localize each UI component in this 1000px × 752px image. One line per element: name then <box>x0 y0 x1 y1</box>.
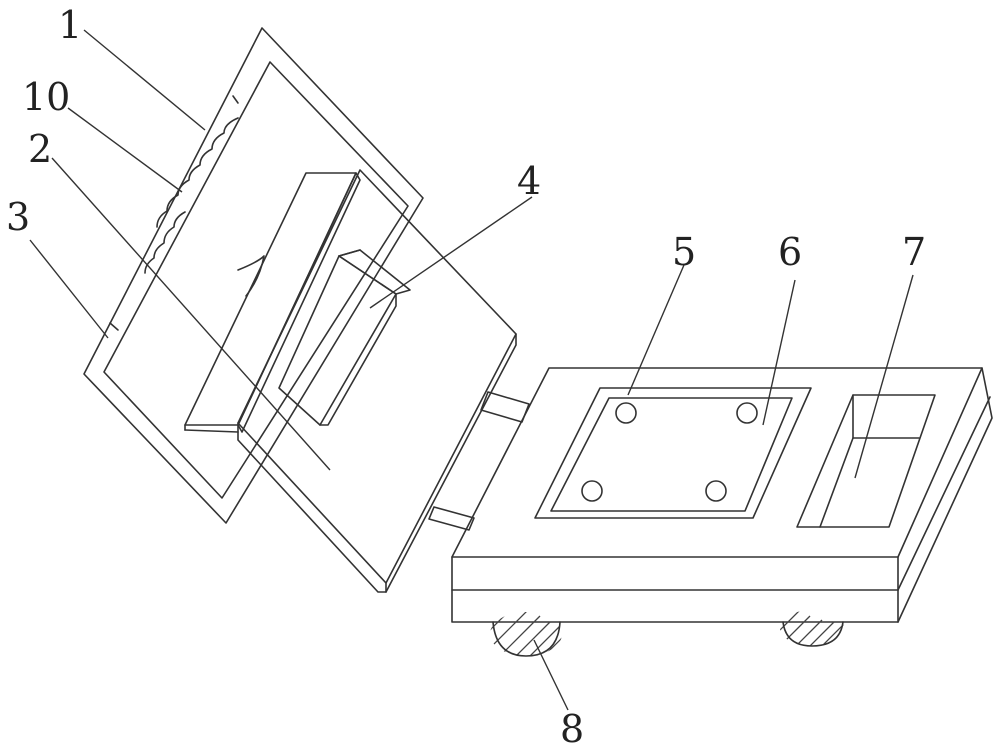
hole-bl <box>581 480 603 502</box>
leader-5 <box>627 264 685 396</box>
top-plate-outer <box>534 387 812 519</box>
clip-block <box>278 249 411 426</box>
slot-outer <box>796 394 936 528</box>
springs <box>144 117 265 297</box>
label-6: 6 <box>778 230 802 274</box>
hole-br <box>705 480 727 502</box>
wheels <box>490 610 844 657</box>
label-8: 8 <box>560 707 584 751</box>
hole-tl <box>615 402 637 424</box>
hinge-lower <box>428 506 475 531</box>
back-frame-outer <box>83 27 424 524</box>
label-3: 3 <box>6 195 30 239</box>
raised-box <box>184 172 361 433</box>
wheel-right <box>780 610 844 647</box>
label-2: 2 <box>28 127 52 171</box>
leader-1 <box>83 29 206 131</box>
wheel-left <box>490 612 562 657</box>
label-1: 1 <box>58 3 82 47</box>
labels: 1 10 2 3 4 5 6 7 8 <box>6 3 926 751</box>
leader-8 <box>533 639 569 711</box>
leader-6 <box>762 279 796 426</box>
leader-10 <box>67 107 183 193</box>
top-plate-inner <box>550 397 793 512</box>
leader-4 <box>369 196 533 309</box>
label-4: 4 <box>517 159 541 203</box>
base-top <box>451 367 983 558</box>
hinges <box>428 391 530 531</box>
back-frame-inner <box>103 61 409 499</box>
back-frame <box>83 27 424 524</box>
leader-3 <box>29 239 109 339</box>
leader-7 <box>854 274 914 479</box>
leader-2 <box>51 157 331 471</box>
label-7: 7 <box>902 230 926 274</box>
hole-tr <box>736 402 758 424</box>
main-plate <box>237 169 517 593</box>
base <box>451 367 993 623</box>
label-10: 10 <box>22 75 70 119</box>
main-plate-face <box>237 169 517 584</box>
leader-lines <box>29 29 914 711</box>
label-5: 5 <box>672 230 696 274</box>
